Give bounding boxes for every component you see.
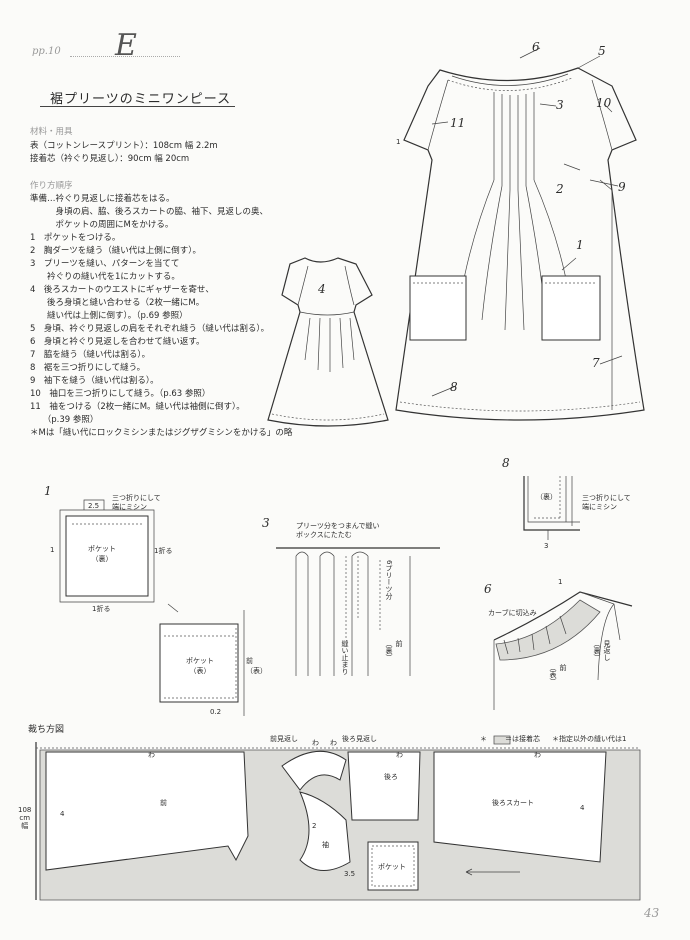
diagram1-left-dim: 1 <box>50 546 55 554</box>
step-line: 縫い代は上側に倒す）。（p.69 参照） <box>30 311 188 321</box>
diagram1-note: 三つ折りにして 端にミシン <box>112 494 161 511</box>
pocket-diagram <box>59 499 245 716</box>
callout-11: 11 <box>450 116 466 130</box>
front-dress-illustration <box>395 47 645 421</box>
step-line: 身頃の肩、脇、後ろスカートの脇、袖下、見返しの奥、 <box>30 207 269 217</box>
title-underline <box>40 106 235 107</box>
diagram6-front-label: 前 （表） <box>549 664 567 685</box>
callout-2: 2 <box>556 182 564 196</box>
dim-3-5: 3.5 <box>344 870 356 878</box>
back-facing-label: 後ろ見返し <box>342 735 377 743</box>
step-line: ポケットの周囲にMをかける。 <box>30 220 174 230</box>
fold-mark: わ <box>330 739 337 747</box>
dim-2: 2 <box>312 822 317 830</box>
page-ref: pp.10 <box>32 46 61 57</box>
step-line: （p.39 参照） <box>30 415 99 425</box>
front-facing-label: 前見返し <box>270 735 298 743</box>
step-line: 8 裾を三つ折りにして縫う。 <box>30 363 146 373</box>
steps-list: 準備…衿ぐり見返しに接着芯をはる。 身頃の肩、脇、後ろスカートの脇、袖下、見返し… <box>30 193 292 440</box>
diagram8-note: 三つ折りにして 端にミシン <box>582 494 631 511</box>
callout-5: 5 <box>598 44 606 58</box>
diagram1-number: 1 <box>44 484 52 498</box>
callout-1-small: 1 <box>396 138 401 146</box>
step-line: 6 身頃と衿ぐり見返しを合わせて縫い返す。 <box>30 337 205 347</box>
dim-0-2: 0.2 <box>210 708 222 716</box>
step-line: 4 後ろスカートのウエストにギャザーを寄せ、 <box>30 285 214 295</box>
neckline-diagram <box>493 591 633 710</box>
callout-8: 8 <box>450 380 458 394</box>
fold-mark: わ <box>148 751 155 759</box>
callout-9: 9 <box>618 180 626 194</box>
pleat-label: 6プリーツ分 <box>385 560 393 600</box>
cutting-layout-title: 裁ち方図 <box>28 725 65 735</box>
back-skirt-label: 後ろスカート <box>492 799 534 807</box>
materials-list: 表（コットンレースプリント）：108cm 幅 2.2m 接着芯（衿ぐり見返し）：… <box>30 140 218 166</box>
back-dress-illustration <box>267 257 389 427</box>
page-number: 43 <box>644 906 660 920</box>
step-line: 3 プリーツを縫い、パターンを当てて <box>30 259 180 269</box>
step-line: 後ろ身頃と縫い合わせる（2枚一緒にM。 <box>30 298 205 308</box>
callout-1: 1 <box>576 238 584 252</box>
sleeve-label: 袖 <box>322 841 329 849</box>
fold-bottom-label: 1折る <box>92 605 111 613</box>
materials-heading: 材料・用具 <box>30 127 73 137</box>
front-piece-label: 前 <box>160 799 167 807</box>
step-line: 7 脇を縫う（縫い代は割る）。 <box>30 350 151 360</box>
back-piece-label: 後ろ <box>384 773 398 781</box>
step-line: 10 袖口を三つ折りにして縫う。（p.63 参照） <box>30 389 211 399</box>
step-line: 衿ぐりの縫い代を1にカットする。 <box>30 272 180 282</box>
step-line: 準備…衿ぐり見返しに接着芯をはる。 <box>30 194 175 204</box>
step-line: 5 身頃、衿ぐり見返しの肩をそれぞれ縫う（縫い代は割る）。 <box>30 324 270 334</box>
callout-10: 10 <box>596 96 612 110</box>
fold-mark: わ <box>312 739 319 747</box>
diagram6-number: 6 <box>484 582 492 596</box>
curve-notch-label: カーブに切込み <box>488 609 537 617</box>
header-rule <box>70 56 180 57</box>
dim-4-left: 4 <box>60 810 65 818</box>
callout-4: 4 <box>318 282 326 296</box>
cutting-layout-diagram <box>35 735 641 901</box>
diagram3-note: プリーツ分をつまんで縫い ボックスにたたむ <box>296 522 380 539</box>
fold-mark: わ <box>396 751 403 759</box>
pocket-front-label: ポケット （表） <box>186 657 214 675</box>
dim-2-5: 2.5 <box>88 502 100 510</box>
diagram8-number: 8 <box>502 456 510 470</box>
stitch-stop-label: 縫い止まり <box>341 640 349 675</box>
callout-6: 6 <box>532 40 540 54</box>
page-title: 裾プリーツのミニワンピース <box>50 92 232 107</box>
fold-mark: わ <box>534 751 541 759</box>
step-line: 9 袖下を縫う（縫い代は割る）。 <box>30 376 159 386</box>
pattern-letter: E <box>115 28 137 63</box>
materials-item: 接着芯（衿ぐり見返し）：90cm 幅 20cm <box>30 154 190 164</box>
diagram8-back-label: （裏） <box>536 493 557 501</box>
pocket-back-label: ポケット （裏） <box>88 545 116 563</box>
diagram8-dim: 3 <box>544 542 549 550</box>
facing-back-label: 見返し （裏） <box>593 640 611 661</box>
step-line: 1 ポケットをつける。 <box>30 233 121 243</box>
diagram6-dim: 1 <box>558 578 563 586</box>
step-line: 2 胸ダーツを縫う（縫い代は上側に倒す）。 <box>30 246 201 256</box>
pleat-diagram <box>276 547 440 676</box>
fabric-width-label: 108 cm 幅 <box>18 806 32 830</box>
callout-7: 7 <box>592 356 600 370</box>
hem-diagram <box>523 476 580 540</box>
front-label: 前 （表） <box>246 657 267 675</box>
diagram3-front-label: 前 （裏） <box>385 640 403 661</box>
layout-pocket-label: ポケット <box>378 863 406 871</box>
step-line: 11 袖をつける（2枚一緒にM。縫い代は袖側に倒す）。 <box>30 402 245 412</box>
legend-fusible: ＊＝は接着芯 <box>480 735 540 743</box>
dim-4-right: 4 <box>580 804 585 812</box>
legend-seam: ＊指定以外の縫い代は1 <box>552 735 627 743</box>
fold-right-label: 1折る <box>154 547 173 555</box>
materials-item: 表（コットンレースプリント）：108cm 幅 2.2m <box>30 141 218 151</box>
callout-3: 3 <box>556 98 564 112</box>
step-line: ＊Mは「縫い代にロックミシンまたはジグザグミシンをかける」の略 <box>30 428 293 438</box>
steps-heading: 作り方順序 <box>30 181 73 191</box>
diagram3-number: 3 <box>262 516 270 530</box>
